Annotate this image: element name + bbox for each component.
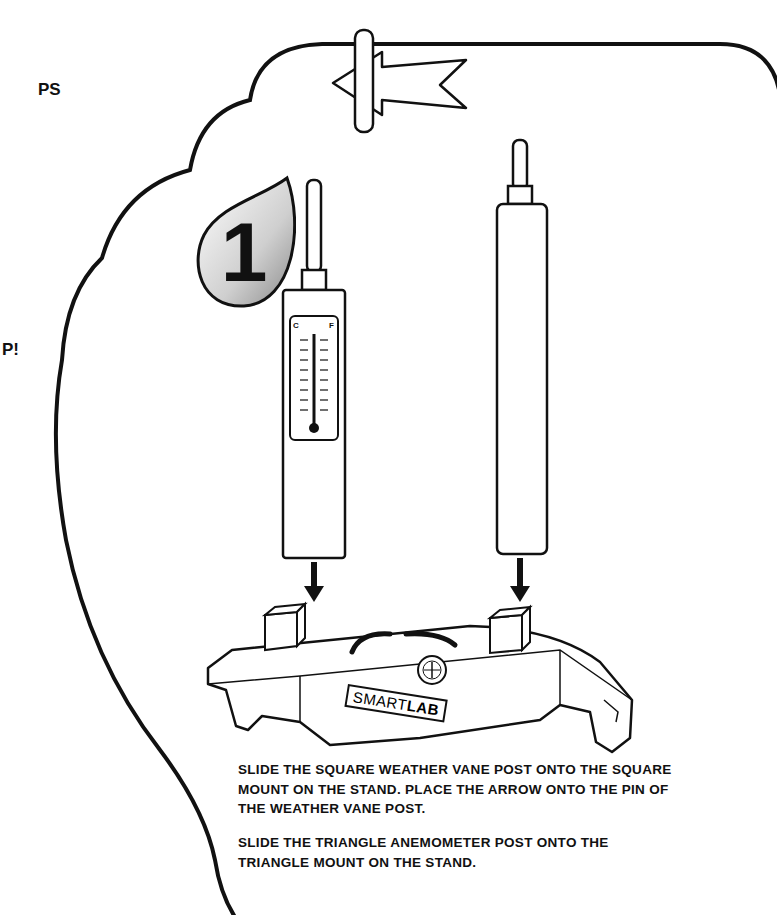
cut-off-text: P! [2,338,19,363]
cut-off-text: PS [38,78,61,103]
cloud-outline [56,44,777,915]
vane-pin [355,30,373,132]
vane-post [283,290,345,558]
step-drop: 1 [192,175,296,311]
instruction-text: SLIDE THE TRIANGLE ANEMOMETER POST ONTO … [238,833,678,872]
vane-arrow [333,52,466,115]
step-number: 1 [192,175,296,311]
instruction-text: SLIDE THE SQUARE WEATHER VANE POST ONTO … [238,760,678,819]
anemometer-post [497,204,547,554]
brand-text: LAB [406,697,441,719]
scale-letter: F [329,320,334,332]
scale-letter: C [293,320,299,332]
